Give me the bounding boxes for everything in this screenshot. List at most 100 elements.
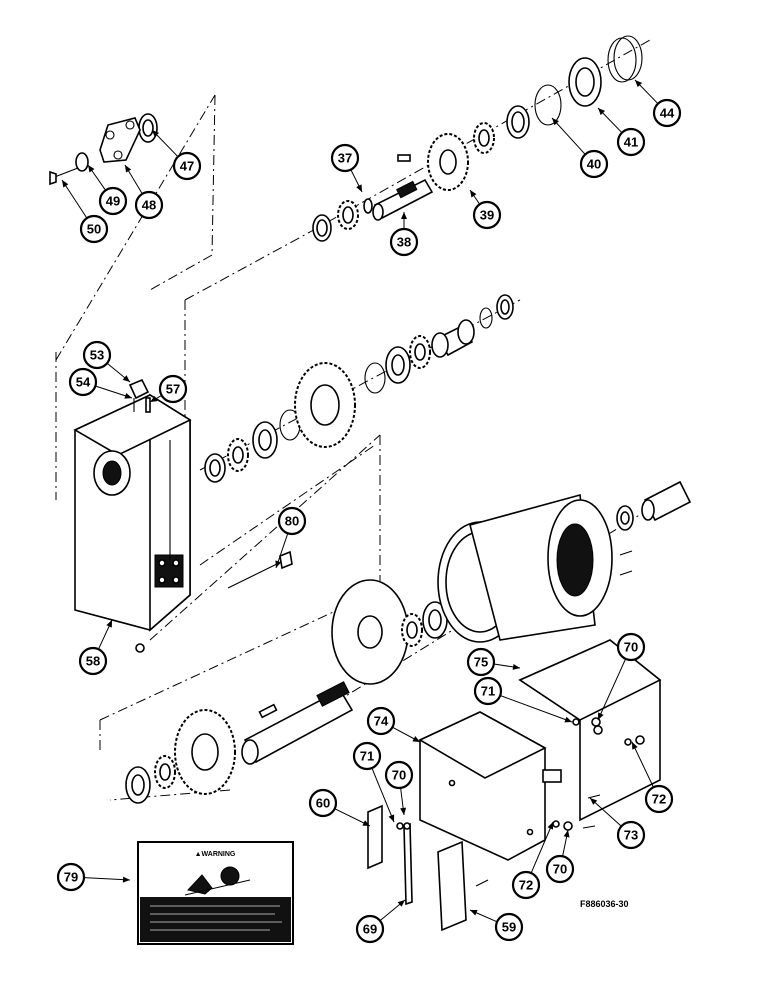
snap-ring-37 [363, 198, 373, 214]
callout-arrowhead [632, 742, 638, 750]
callout-39: 39 [469, 189, 502, 230]
yoke-48 [99, 117, 141, 163]
callout-arrowhead [563, 830, 570, 838]
callout-number: 70 [553, 862, 567, 877]
callout-arrowhead [152, 130, 160, 138]
warning-decal-79: ▲WARNING [137, 841, 294, 945]
callout-bubble [545, 854, 575, 884]
callout-number: 49 [106, 194, 120, 209]
callout-arrowhead [122, 375, 130, 382]
breather-53 [128, 378, 150, 400]
callout-arrowhead [547, 822, 553, 830]
callout-72: 72 [511, 821, 554, 900]
callout-number: 50 [87, 222, 101, 237]
nut-72-upper [624, 738, 632, 746]
callout-38: 38 [389, 212, 419, 257]
callout-bubble [579, 149, 609, 179]
callout-bubble [355, 914, 385, 944]
bolt-80 [227, 550, 293, 589]
callout-number: 40 [587, 157, 601, 172]
callout-bubble [652, 98, 682, 128]
callout-arrowhead [124, 392, 132, 399]
callout-arrowhead [400, 807, 407, 815]
callout-72: 72 [631, 741, 674, 814]
callout-79: 79 [56, 862, 131, 892]
callout-number: 39 [480, 208, 494, 223]
callout-57: 57 [149, 374, 188, 404]
shield-75 [518, 639, 662, 822]
washer-49 [75, 152, 89, 172]
gear-39 [427, 133, 469, 191]
callout-arrowhead [88, 165, 95, 173]
callout-44: 44 [634, 79, 682, 128]
callout-leader [371, 767, 395, 823]
callout-number: 37 [338, 151, 352, 166]
callout-number: 44 [660, 106, 675, 121]
callout-54: 54 [68, 367, 133, 399]
callout-arrowhead [598, 712, 604, 720]
callout-number: 71 [360, 749, 374, 764]
callout-bubble [277, 506, 307, 536]
callout-number: 72 [519, 878, 533, 893]
washer-70-lower [403, 822, 411, 830]
callout-number: 48 [142, 198, 156, 213]
callout-47: 47 [151, 129, 202, 181]
callout-73: 73 [589, 797, 646, 850]
callout-58: 58 [78, 619, 113, 676]
gearbox-housing-58 [73, 393, 192, 653]
callout-37: 37 [330, 143, 363, 193]
callout-leader [589, 797, 622, 827]
callout-bubble [366, 706, 396, 736]
bracket-60 [367, 804, 383, 870]
breather-group [128, 378, 151, 413]
washer-70-right [563, 821, 573, 831]
callout-arrowhead [552, 118, 559, 126]
callout-bubble [616, 632, 646, 662]
callout-bubble [172, 151, 202, 181]
callout-bubble [56, 862, 86, 892]
large-gear-mid [294, 362, 356, 448]
callout-40: 40 [551, 117, 609, 179]
nut-72-lower [552, 820, 560, 828]
callout-53: 53 [82, 340, 131, 383]
callout-number: 80 [285, 514, 299, 529]
callout-bubble [389, 227, 419, 257]
bolt-59 [475, 879, 489, 887]
callout-number: 71 [481, 684, 495, 699]
callout-number: 53 [90, 348, 104, 363]
key-38 [397, 154, 411, 162]
callout-arrowhead [598, 108, 606, 116]
callout-arrowhead [122, 876, 130, 883]
yoke-group [49, 113, 158, 186]
callout-arrowhead [397, 900, 405, 907]
callout-bubble [511, 870, 541, 900]
callout-arrowhead [590, 798, 598, 805]
callout-48: 48 [124, 164, 164, 220]
callout-71: 71 [473, 676, 573, 723]
callout-arrowhead [62, 180, 69, 188]
callout-arrowhead [275, 560, 282, 568]
callout-number: 38 [397, 235, 411, 250]
callout-bubble [644, 784, 674, 814]
drain-plug [135, 643, 145, 653]
drawing-reference-number: F886036-30 [580, 899, 629, 909]
hub-mid [431, 319, 475, 358]
callout-bubble [134, 190, 164, 220]
lower-shaft-group [125, 579, 448, 804]
callout-arrowhead [401, 212, 407, 219]
callout-bubble [616, 820, 646, 850]
callout-59: 59 [469, 909, 524, 942]
seal-plate [331, 579, 409, 685]
nut-71-upper [572, 718, 580, 726]
input-shaft [641, 480, 692, 522]
bracket-59 [437, 840, 489, 932]
snap-ring-mid [364, 362, 386, 394]
retainer-41 [568, 57, 602, 107]
callout-number: 57 [166, 382, 180, 397]
middle-shaft-group [204, 294, 514, 483]
callout-number: 60 [316, 796, 330, 811]
callout-bubble [494, 912, 524, 942]
pin-57 [145, 397, 151, 413]
